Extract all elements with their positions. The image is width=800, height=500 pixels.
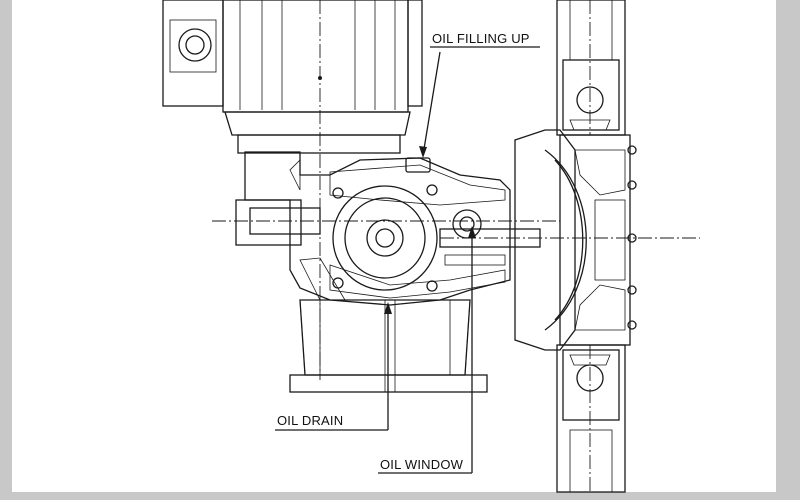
label-oil-window: OIL WINDOW (380, 457, 464, 472)
worm-gear-icon (332, 185, 438, 291)
gearbox-housing (212, 151, 700, 306)
motor-assembly (162, 0, 423, 380)
label-oil-drain: OIL DRAIN (277, 413, 343, 428)
diagram-frame (12, 0, 776, 492)
conduit-port-icon (178, 28, 212, 62)
callout-leaders (275, 46, 540, 474)
suction-valve (556, 344, 626, 493)
discharge-valve (556, 0, 626, 136)
diaphragm-pump-head (514, 129, 637, 351)
oil-fill-plug (405, 157, 431, 173)
label-oil-filling-up: OIL FILLING UP (432, 31, 530, 46)
oil-sight-window (452, 209, 482, 239)
